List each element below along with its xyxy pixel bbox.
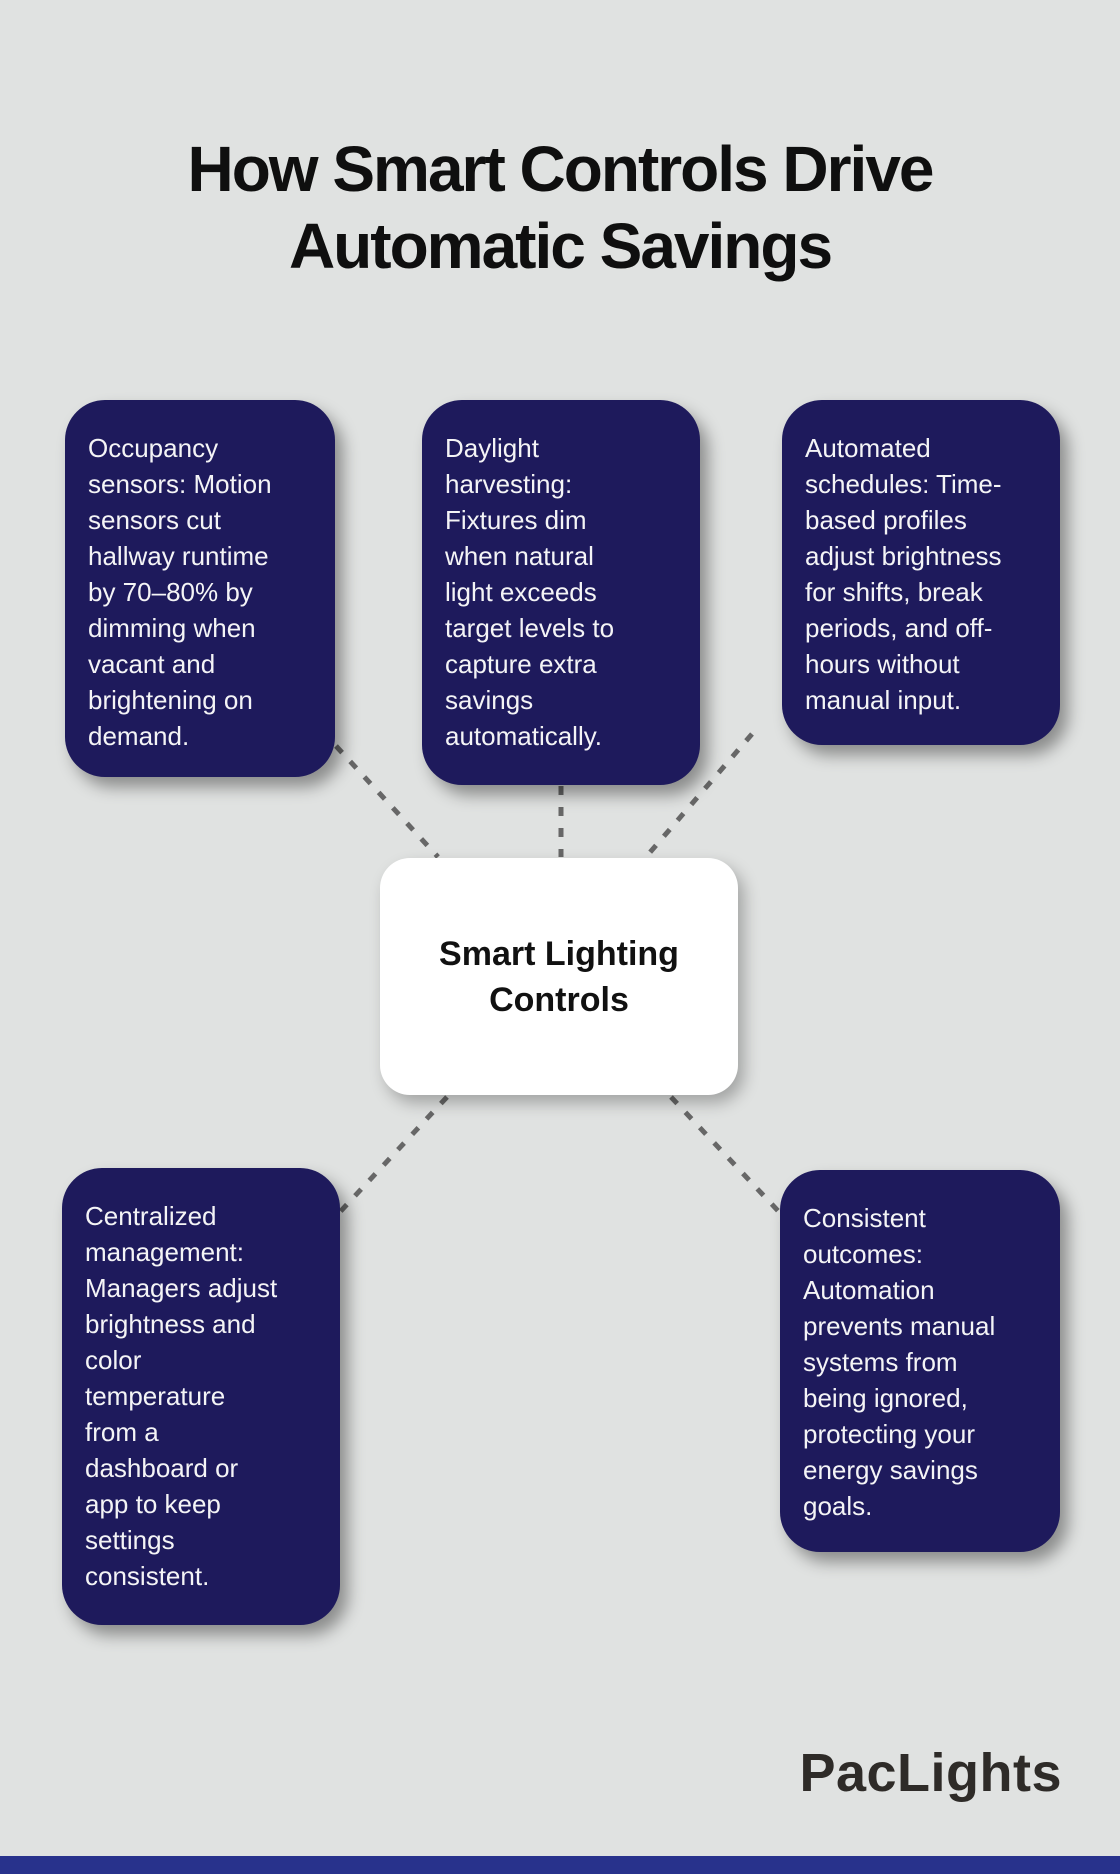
feature-box-centralized-management: Centralized management: Managers adjust … — [62, 1168, 340, 1625]
feature-box-automated-schedules: Automated schedules: Time- based profile… — [782, 400, 1060, 745]
footer-accent-bar — [0, 1856, 1120, 1874]
title-line-1: How Smart Controls Drive — [187, 132, 934, 205]
connector-schedules-to-center — [644, 732, 754, 859]
connector-center-to-management — [337, 1095, 449, 1215]
feature-box-daylight-harvesting: Daylight harvesting: Fixtures dim when n… — [422, 400, 700, 785]
connector-occupancy-to-center — [334, 744, 440, 859]
feature-box-occupancy-sensors: Occupancy sensors: Motion sensors cut ha… — [65, 400, 335, 777]
title-line-2: Automatic Savings — [288, 209, 833, 282]
feature-box-consistent-outcomes: Consistent outcomes: Automation prevents… — [780, 1170, 1060, 1552]
paclights-wordmark: PacLights — [799, 1743, 1062, 1803]
connector-center-to-outcomes — [669, 1095, 783, 1216]
central-node-smart-lighting-controls: Smart Lighting Controls — [380, 858, 738, 1095]
page-title: How Smart Controls Drive Automatic Savin… — [0, 131, 1120, 285]
